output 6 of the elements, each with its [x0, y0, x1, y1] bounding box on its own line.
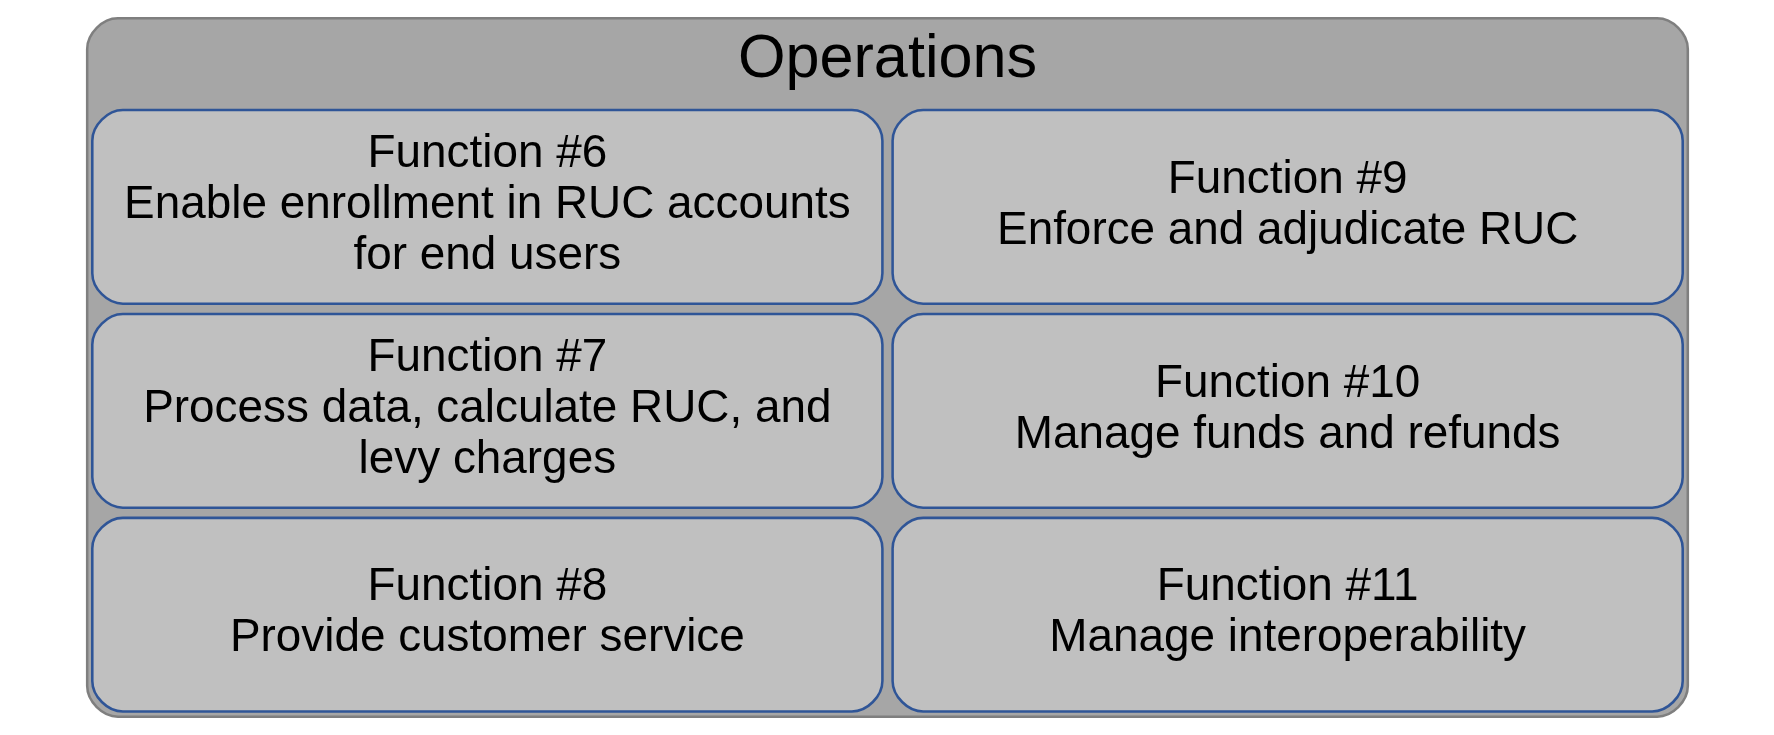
- node-box: Function #8 Provide customer service: [90, 516, 884, 713]
- node-box: Function #10 Manage funds and refunds: [890, 312, 1684, 509]
- node-box: Function #11 Manage interoperability: [890, 516, 1684, 713]
- node-box: Function #9 Enforce and adjudicate RUC: [890, 108, 1684, 306]
- node-box: Function #7 Process data, calculate RUC, and levy charges: [90, 312, 884, 509]
- node-box: Function #6 Enable enrollment in RUC accounts for end users: [90, 108, 884, 306]
